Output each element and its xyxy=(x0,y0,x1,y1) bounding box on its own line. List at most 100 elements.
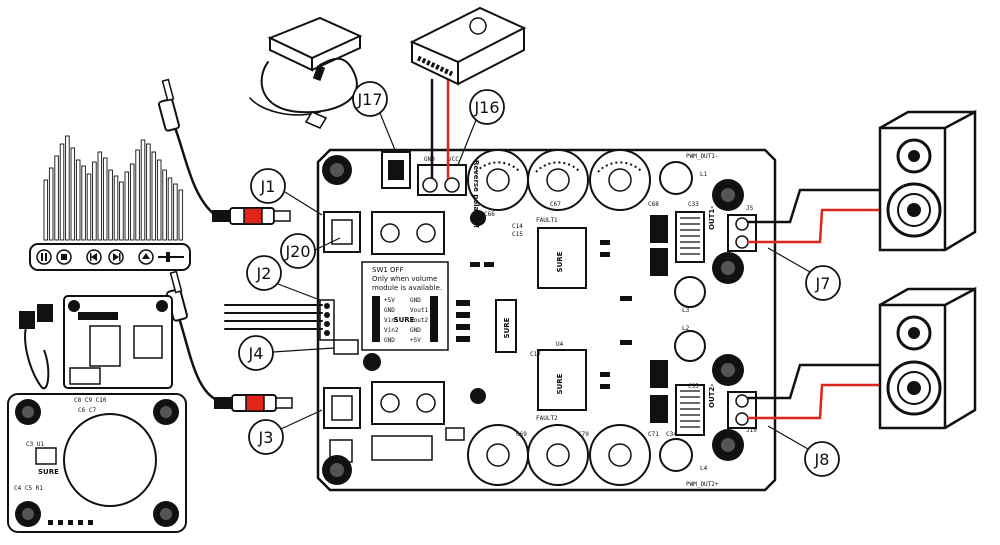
chip-label: C17 xyxy=(530,351,541,358)
callout-j7: J7 xyxy=(767,247,841,301)
mosfet xyxy=(650,215,668,243)
pin-label: +5V xyxy=(410,337,421,344)
chip-label: J5 xyxy=(746,205,754,212)
cap-label: C66 xyxy=(484,211,495,218)
pin-label: GND xyxy=(410,327,421,334)
chip-label: L2 xyxy=(682,325,690,332)
mount-hole xyxy=(712,179,744,211)
fault-label: FAULT2 xyxy=(536,415,558,422)
equalizer-bar xyxy=(75,159,81,241)
capacitor-small xyxy=(674,276,706,308)
amplifier-chip: SURE xyxy=(537,227,587,289)
pwm-label: PWM_OUT1- xyxy=(686,153,719,160)
eject-icon xyxy=(138,249,154,265)
cap-label: C69 xyxy=(516,431,527,438)
rca-jack-j3[interactable] xyxy=(323,387,361,429)
header-j2[interactable] xyxy=(319,299,335,341)
speaker-1 xyxy=(878,109,977,252)
equalizer-bar xyxy=(108,169,113,241)
speaker-terminal-out1[interactable] xyxy=(727,214,757,252)
chip-label: C35 xyxy=(688,383,699,390)
equalizer-bar xyxy=(146,143,151,241)
cap-label: C70 xyxy=(578,431,589,438)
pin-label: Vout1 xyxy=(410,307,428,314)
chip-label: C33 xyxy=(688,201,699,208)
crystal xyxy=(470,210,486,226)
equalizer-bar xyxy=(119,181,124,241)
equalizer-bar xyxy=(156,159,162,241)
terminal-label: VCC xyxy=(448,156,459,163)
chip-brand: SURE xyxy=(503,317,511,338)
capacitor xyxy=(527,149,589,211)
equalizer-bar xyxy=(140,139,146,241)
dc-power-adapter xyxy=(267,16,363,130)
pin-label: +5V xyxy=(384,297,395,304)
equalizer-bar xyxy=(129,163,135,241)
capacitor xyxy=(589,149,651,211)
capacitor-small xyxy=(659,161,693,195)
callout-j16: J16 xyxy=(457,89,505,166)
chip-label: C14 xyxy=(512,223,523,230)
equalizer-bar xyxy=(124,171,130,241)
chip-label: L4 xyxy=(700,465,708,472)
speaker-2 xyxy=(878,286,977,430)
mosfet xyxy=(650,395,668,423)
rca-jack-j1[interactable] xyxy=(323,211,361,253)
equalizer-bar xyxy=(81,165,86,241)
mount-hole xyxy=(322,155,352,185)
inductor xyxy=(675,211,705,263)
prev-icon xyxy=(86,249,102,265)
module-brand: SURE xyxy=(394,316,415,324)
module-label: C8 C9 C10 xyxy=(74,397,107,404)
rca-plug-j3 xyxy=(214,394,293,412)
pause-icon xyxy=(36,249,52,265)
switching-power-supply xyxy=(409,6,527,86)
callout-label: J8 xyxy=(814,450,830,469)
dc-jack-j17[interactable] xyxy=(381,151,411,189)
callout-j8: J8 xyxy=(767,425,840,477)
pin-label: GND xyxy=(384,307,395,314)
chip-brand: SURE xyxy=(556,373,564,394)
capacitor xyxy=(527,424,589,486)
pin-label: Vin2 xyxy=(384,327,399,334)
terminal-label: GND xyxy=(424,156,435,163)
capacitor xyxy=(467,424,529,486)
power-terminal-j16[interactable]: GND VCC xyxy=(417,156,467,196)
crystal xyxy=(470,388,486,404)
cap-label: C67 xyxy=(550,201,561,208)
cap-label: C68 xyxy=(648,201,659,208)
relay-block xyxy=(371,211,445,255)
equalizer-bar xyxy=(48,167,54,241)
module-label: C6 C7 xyxy=(78,407,96,414)
pwm-label: PWM_OUT2+ xyxy=(686,481,719,488)
equalizer-bar xyxy=(167,177,173,241)
mount-hole xyxy=(712,252,744,284)
callout-label: J20 xyxy=(284,242,310,261)
volume-module xyxy=(63,295,173,389)
chip-label: U4 xyxy=(556,341,564,348)
callout-j4: J4 xyxy=(238,335,335,371)
header-j4[interactable] xyxy=(333,339,359,355)
switch-note: Only when volume xyxy=(372,275,437,283)
capacitor-small xyxy=(659,438,693,472)
inductor xyxy=(675,384,705,436)
chip-label: J10 xyxy=(746,427,757,434)
callout-label: J2 xyxy=(256,264,272,283)
equalizer-bar xyxy=(102,157,108,241)
input-module: C8 C9 C10 C6 C7 C3 U1 C4 C5 R1 SURE xyxy=(7,393,187,533)
callout-j17: J17 xyxy=(352,81,396,151)
next-icon xyxy=(108,249,124,265)
switch-note: SW1 OFF xyxy=(372,266,404,274)
equalizer-bar xyxy=(113,175,119,241)
cap-label: C71 xyxy=(648,431,659,438)
equalizer-bar xyxy=(92,161,97,241)
switch-note: module is available. xyxy=(372,284,442,292)
equalizer-bar xyxy=(59,143,65,241)
capacitor-small xyxy=(674,330,706,362)
relay-block xyxy=(371,381,445,425)
callout-j2: J2 xyxy=(246,255,321,301)
volume-module-header: SW1 OFF Only when volume module is avail… xyxy=(361,261,449,351)
equalizer-bar xyxy=(54,155,59,241)
callout-label: J7 xyxy=(815,274,831,293)
